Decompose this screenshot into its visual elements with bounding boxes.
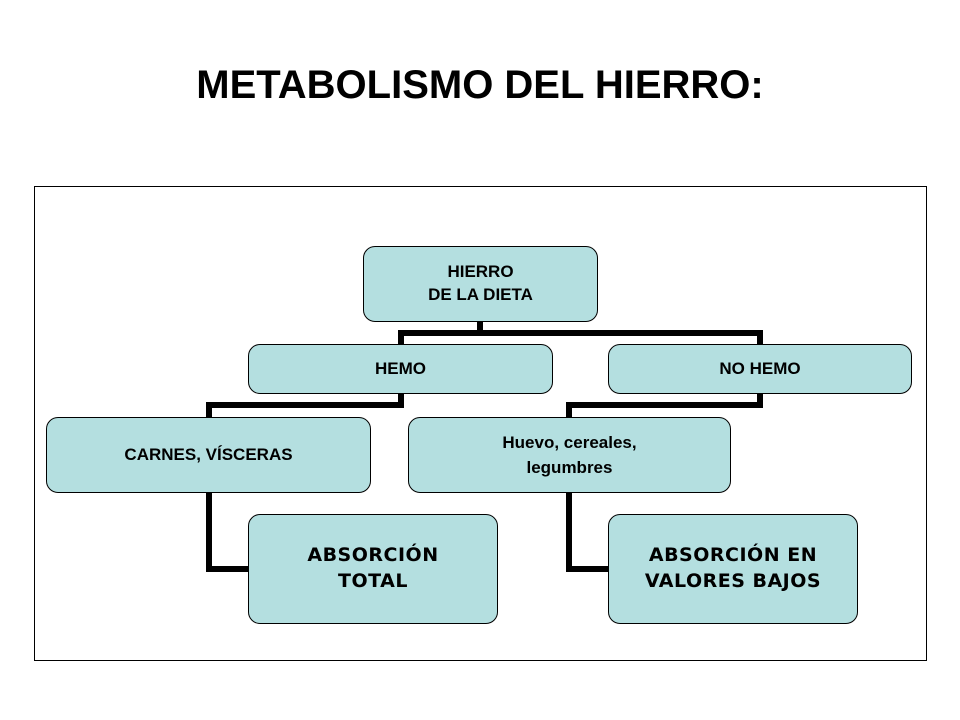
node-hemo-label: HEMO xyxy=(375,359,426,378)
node-hemo: HEMO xyxy=(248,344,553,394)
node-carnes-visceras: CARNES, VÍSCERAS xyxy=(46,417,371,493)
connector-root-hemo xyxy=(398,319,483,347)
node-absorcion-valores-bajos: ABSORCIÓN EN VALORES BAJOS xyxy=(608,514,858,624)
node-hierro-dieta: HIERRO DE LA DIETA xyxy=(363,246,598,322)
node-absorcion-valores-bajos-label: ABSORCIÓN EN VALORES BAJOS xyxy=(644,544,822,592)
node-carnes-visceras-label: CARNES, VÍSCERAS xyxy=(124,445,293,464)
node-hierro-dieta-label: HIERRO DE LA DIETA xyxy=(428,262,533,304)
connector-huevo-abs-bajos xyxy=(566,490,611,572)
node-huevo-cereales: Huevo, cereales, legumbres xyxy=(408,417,731,493)
page-title: METABOLISMO DEL HIERRO: xyxy=(196,63,764,107)
diagram-frame xyxy=(34,186,927,661)
connector-nohemo-huevo xyxy=(566,391,763,420)
connector-carnes-abs-total xyxy=(206,490,251,572)
connector-lines xyxy=(206,319,763,572)
node-huevo-cereales-label: Huevo, cereales, legumbres xyxy=(502,432,637,478)
node-absorcion-total: ABSORCIÓN TOTAL xyxy=(248,514,498,624)
connector-hemo-carnes xyxy=(206,391,404,420)
node-no-hemo-label: NO HEMO xyxy=(719,359,801,378)
node-no-hemo: NO HEMO xyxy=(608,344,912,394)
node-absorcion-total-label: ABSORCIÓN TOTAL xyxy=(307,544,439,592)
connector-root-nohemo xyxy=(477,330,763,347)
